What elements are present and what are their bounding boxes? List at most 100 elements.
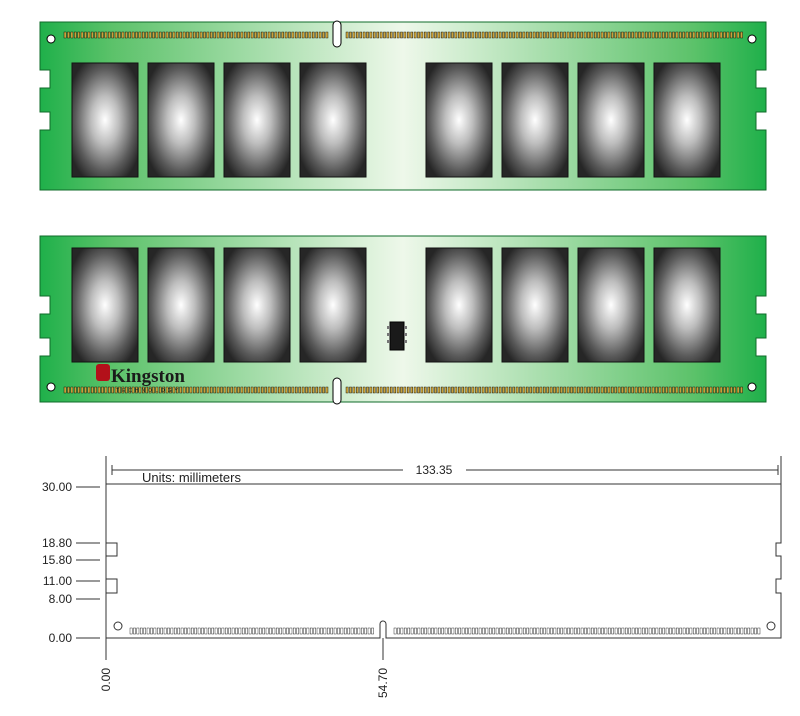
gold-finger bbox=[719, 31, 723, 39]
gold-finger bbox=[163, 627, 167, 635]
gold-finger bbox=[686, 627, 689, 635]
gold-finger bbox=[206, 386, 210, 394]
gold-finger bbox=[498, 31, 502, 39]
gold-finger bbox=[441, 31, 444, 39]
gold-finger bbox=[523, 627, 526, 635]
gold-finger bbox=[427, 386, 431, 394]
gold-finger bbox=[498, 386, 502, 394]
gold-finger bbox=[228, 627, 232, 635]
gold-finger bbox=[526, 31, 529, 39]
gold-finger bbox=[404, 627, 407, 635]
gold-finger bbox=[628, 31, 631, 39]
gold-finger bbox=[407, 386, 410, 394]
gold-finger bbox=[754, 627, 757, 635]
gold-finger bbox=[421, 627, 424, 635]
gold-finger bbox=[175, 386, 179, 394]
gold-finger bbox=[172, 31, 176, 39]
gold-finger bbox=[594, 386, 597, 394]
gold-finger bbox=[645, 627, 648, 635]
gold-finger bbox=[189, 386, 193, 394]
gold-finger bbox=[376, 386, 380, 394]
gold-finger bbox=[716, 627, 720, 635]
gold-finger bbox=[267, 386, 271, 394]
gold-finger bbox=[621, 31, 624, 39]
gold-finger bbox=[468, 31, 471, 39]
gold-finger bbox=[665, 31, 668, 39]
dram-chip bbox=[147, 247, 215, 363]
gold-finger bbox=[472, 627, 475, 635]
gold-finger bbox=[607, 31, 611, 39]
kingston-logo: Kingston TECHNOLOGY bbox=[96, 364, 185, 394]
gold-finger bbox=[482, 627, 485, 635]
gold-finger bbox=[238, 627, 242, 635]
gold-finger bbox=[692, 386, 696, 394]
gold-finger bbox=[461, 31, 465, 39]
gold-finger bbox=[162, 31, 166, 39]
gold-finger bbox=[288, 31, 291, 39]
gold-fingers-bottom bbox=[63, 386, 743, 394]
dram-chip bbox=[577, 247, 645, 363]
gold-finger bbox=[400, 627, 404, 635]
dram-chip bbox=[71, 62, 139, 178]
gold-finger bbox=[583, 31, 587, 39]
gold-finger bbox=[107, 386, 111, 394]
gold-finger bbox=[97, 386, 101, 394]
logo-text: Kingston bbox=[111, 366, 185, 387]
gold-finger bbox=[274, 31, 278, 39]
gold-finger bbox=[272, 627, 276, 635]
gold-finger bbox=[160, 627, 164, 635]
gold-finger bbox=[699, 627, 703, 635]
gold-finger bbox=[203, 31, 206, 39]
gold-finger bbox=[87, 386, 91, 394]
gold-finger bbox=[379, 386, 383, 394]
gold-finger bbox=[349, 31, 352, 39]
gold-finger bbox=[669, 627, 672, 635]
gold-finger bbox=[505, 31, 509, 39]
gold-finger bbox=[158, 386, 162, 394]
chip-row-front bbox=[71, 62, 721, 178]
gold-finger bbox=[451, 386, 454, 394]
gold-finger bbox=[322, 31, 325, 39]
gold-finger bbox=[279, 627, 283, 635]
gold-finger bbox=[312, 31, 315, 39]
gold-finger bbox=[192, 31, 196, 39]
gold-finger bbox=[509, 627, 513, 635]
gold-finger bbox=[155, 386, 159, 394]
gold-finger bbox=[87, 31, 91, 39]
gold-finger bbox=[652, 627, 655, 635]
gold-finger bbox=[289, 627, 293, 635]
gold-finger bbox=[580, 31, 583, 39]
gold-finger bbox=[417, 627, 421, 635]
gold-finger bbox=[499, 627, 502, 635]
gold-finger bbox=[218, 627, 221, 635]
gold-finger bbox=[345, 31, 349, 39]
gold-finger bbox=[121, 386, 125, 394]
gold-finger bbox=[383, 386, 386, 394]
gold-finger bbox=[526, 386, 529, 394]
gold-finger bbox=[281, 386, 285, 394]
gold-finger bbox=[231, 627, 235, 635]
gold-finger bbox=[529, 386, 532, 394]
gold-finger bbox=[648, 386, 651, 394]
dram-chip bbox=[577, 62, 645, 178]
gold-finger bbox=[451, 31, 454, 39]
gold-finger bbox=[614, 31, 617, 39]
gold-finger bbox=[723, 31, 726, 39]
gold-finger bbox=[614, 627, 618, 635]
gold-finger bbox=[407, 31, 410, 39]
gold-finger bbox=[634, 386, 638, 394]
gold-finger bbox=[155, 31, 159, 39]
gold-finger bbox=[111, 31, 114, 39]
gold-finger bbox=[322, 386, 325, 394]
height-label-30: 30.00 bbox=[42, 480, 72, 494]
gold-finger bbox=[282, 627, 286, 635]
gold-finger bbox=[291, 386, 295, 394]
gold-finger bbox=[502, 31, 505, 39]
gold-finger bbox=[190, 627, 194, 635]
gold-finger bbox=[665, 386, 668, 394]
gold-finger bbox=[727, 627, 730, 635]
gold-finger bbox=[141, 31, 145, 39]
gold-finger bbox=[197, 627, 201, 635]
gold-finger bbox=[614, 386, 617, 394]
chip-row-back bbox=[71, 247, 721, 363]
